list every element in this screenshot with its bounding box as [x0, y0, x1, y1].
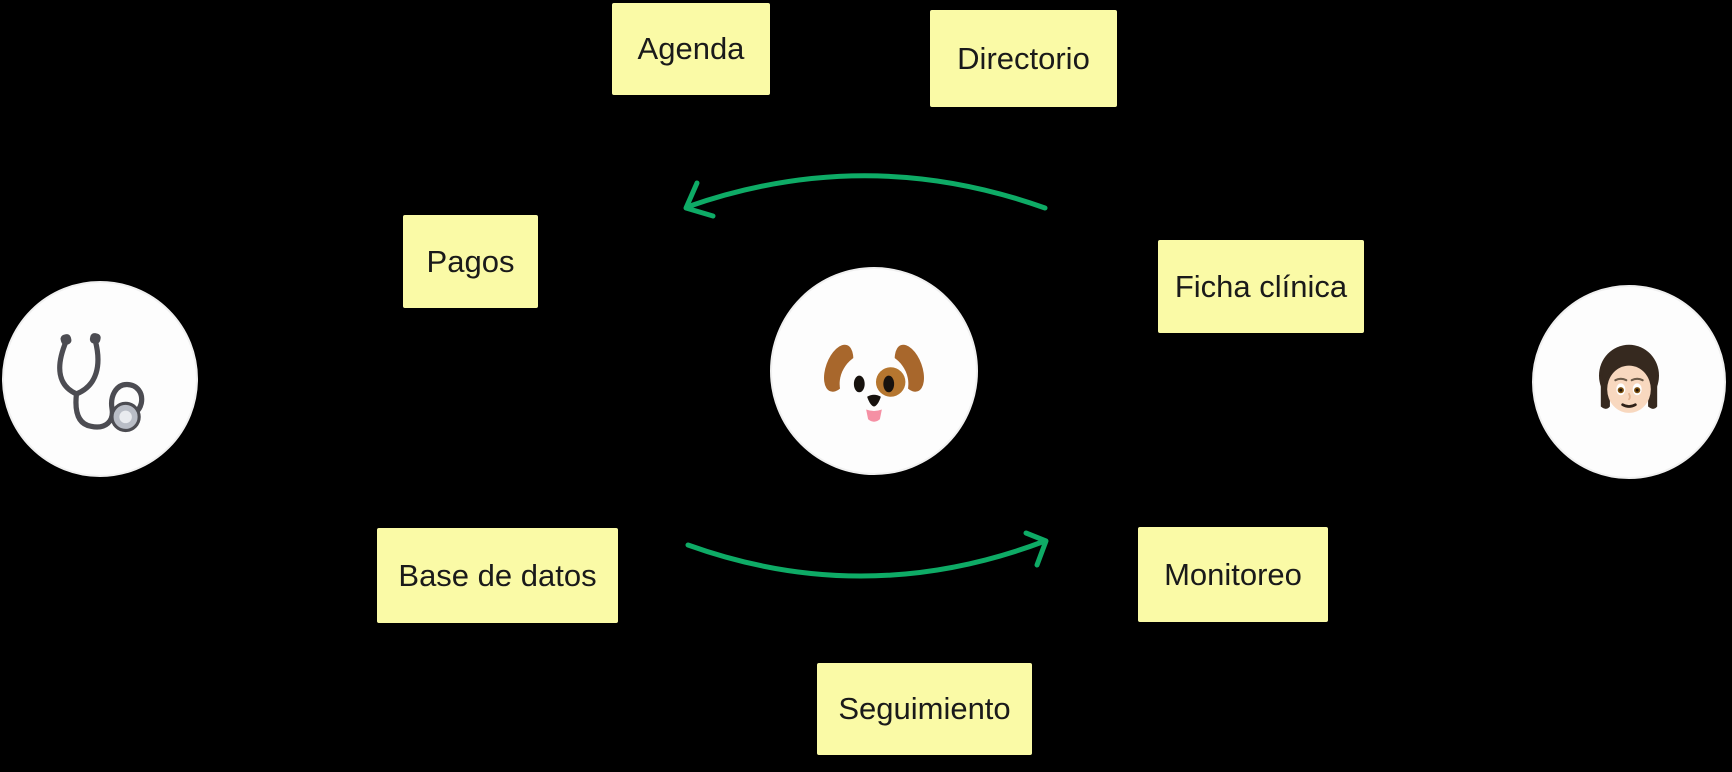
sticky-note-label: Monitoreo [1164, 556, 1302, 592]
sticky-note-base-de-datos[interactable]: Base de datos [377, 528, 618, 623]
arrowhead-left-icon [683, 180, 716, 219]
veterinarian-avatar[interactable] [2, 281, 198, 477]
dog-face-icon [824, 344, 924, 422]
sticky-note-agenda[interactable]: Agenda [612, 3, 770, 95]
sticky-note-label: Ficha clínica [1174, 268, 1348, 304]
arrow-top[interactable] [683, 173, 1048, 219]
stethoscope-icon [56, 332, 144, 432]
sticky-note-label: Directorio [957, 40, 1090, 76]
sticky-note-ficha-clinica[interactable]: Ficha clínica [1158, 240, 1364, 333]
sticky-note-pagos[interactable]: Pagos [403, 215, 538, 308]
sticky-note-label: Pagos [426, 243, 515, 279]
pet-avatar[interactable] [770, 267, 978, 475]
sticky-note-label: Agenda [637, 31, 745, 66]
arrowhead-right-icon [1023, 530, 1049, 568]
owner-avatar[interactable] [1532, 285, 1726, 479]
sticky-note-directorio[interactable]: Directorio [930, 10, 1117, 107]
arrow-bottom[interactable] [685, 530, 1049, 579]
person-icon [1599, 344, 1659, 413]
sticky-note-seguimiento[interactable]: Seguimiento [817, 663, 1032, 755]
sticky-note-label: Base de datos [398, 557, 597, 593]
sticky-note-label: Seguimiento [838, 691, 1011, 726]
sticky-note-monitoreo[interactable]: Monitoreo [1138, 527, 1328, 622]
